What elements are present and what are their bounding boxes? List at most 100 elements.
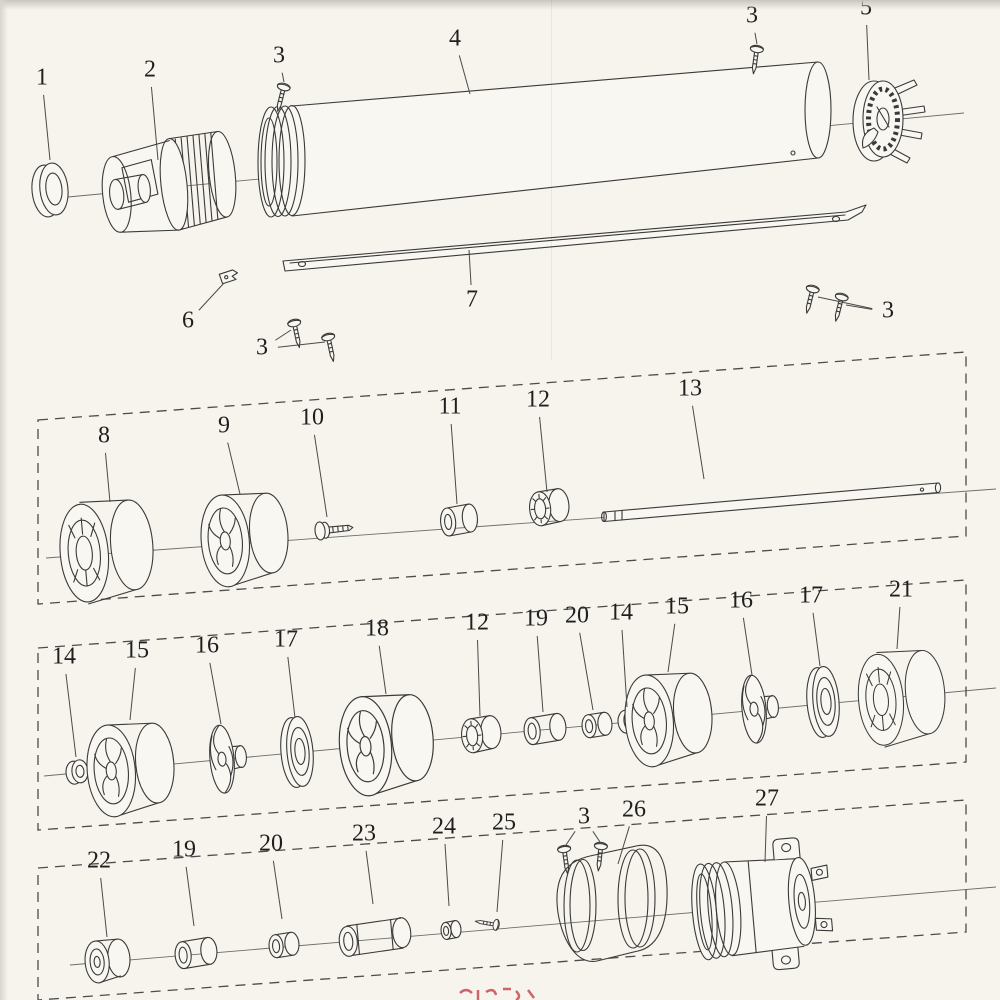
leader-line — [43, 94, 51, 161]
leader-line — [579, 632, 594, 711]
part-1-washer-ring — [31, 162, 69, 218]
part-label-21: 21 — [889, 577, 913, 603]
leader-line — [468, 249, 472, 286]
leader-line — [617, 826, 630, 865]
leader-line — [812, 612, 821, 667]
part-label-15: 15 — [665, 594, 689, 620]
leader-line — [378, 645, 387, 695]
part-label-16: 16 — [195, 633, 219, 659]
leader-line — [565, 831, 576, 846]
part-15-diffuser-assembly — [82, 719, 179, 820]
part-12-splined-bushing — [459, 714, 504, 755]
part-10-bolt — [314, 521, 354, 541]
leader-line — [209, 662, 222, 725]
part-25-screw — [473, 915, 501, 932]
part-label-13: 13 — [678, 376, 702, 402]
leader-line — [287, 656, 296, 719]
part-3-screw — [591, 841, 609, 873]
part-label-17: 17 — [274, 627, 298, 653]
part-label-3: 3 — [256, 335, 268, 361]
leader-line — [100, 877, 108, 938]
leader-line — [866, 24, 870, 81]
leader-line — [275, 329, 292, 341]
part-2-threaded-coupling — [101, 130, 237, 233]
leader-line — [496, 839, 504, 913]
part-20-spacer — [267, 931, 301, 959]
part-label-11: 11 — [438, 394, 461, 420]
part-8-bearing-sleeve — [55, 495, 158, 607]
leader-line — [742, 617, 753, 676]
leader-line — [764, 815, 767, 863]
part-22-cup-bearing — [84, 938, 131, 984]
part-3-screw — [320, 331, 341, 364]
leader-line — [458, 55, 471, 95]
leader-line — [277, 341, 326, 348]
part-label-16: 16 — [729, 588, 753, 614]
part-label-15: 15 — [125, 638, 149, 664]
leader-line — [450, 423, 458, 505]
part-label-14: 14 — [609, 600, 633, 626]
part-label-8: 8 — [98, 423, 110, 449]
part-15-diffuser-assembly — [620, 669, 717, 770]
leader-line — [185, 866, 195, 927]
part-label-26: 26 — [622, 797, 646, 823]
part-label-3: 3 — [578, 804, 590, 830]
part-label-17: 17 — [799, 583, 823, 609]
part-18-diffuser — [334, 690, 439, 799]
scan-crease — [551, 0, 552, 360]
scan-edge-left — [0, 0, 8, 1000]
leader-line — [227, 442, 241, 495]
part-17-wear-disc — [803, 664, 843, 740]
part-21-sleeve — [854, 646, 950, 750]
part-label-7: 7 — [466, 287, 478, 313]
part-23-spacer-tube — [338, 917, 412, 957]
part-label-19: 19 — [172, 837, 196, 863]
part-27-inlet-housing — [691, 837, 834, 971]
part-7-tie-strap — [282, 204, 867, 272]
part-label-23: 23 — [352, 821, 376, 847]
section-box-stage1 — [37, 351, 967, 605]
red-ink-artifact — [459, 987, 535, 1000]
leader-line — [667, 623, 676, 673]
leader-line — [592, 831, 601, 843]
part-24-bushing — [440, 920, 462, 940]
leader-line — [129, 667, 136, 721]
leader-line — [365, 850, 374, 905]
leader-line — [817, 296, 873, 310]
leader-line — [272, 860, 283, 920]
part-label-10: 10 — [300, 405, 324, 431]
part-14-nut — [64, 758, 90, 786]
part-13-shaft — [601, 482, 942, 523]
part-3-screw — [828, 291, 850, 324]
leader-line — [896, 606, 901, 650]
part-label-14: 14 — [52, 644, 76, 670]
leader-line — [150, 86, 159, 161]
part-label-6: 6 — [182, 308, 194, 334]
part-5-cable-guard-cap — [852, 79, 926, 164]
part-19-spacer-sleeve — [522, 712, 568, 746]
part-label-25: 25 — [492, 810, 516, 836]
part-19-spacer-sleeve — [173, 936, 219, 970]
leader-line — [845, 304, 873, 310]
part-17-wear-disc — [277, 714, 317, 790]
part-16-impeller — [738, 672, 782, 745]
leader-line — [281, 72, 285, 83]
part-label-18: 18 — [365, 616, 389, 642]
part-label-1: 1 — [36, 65, 48, 91]
part-label-20: 20 — [565, 603, 589, 629]
leader-line — [104, 452, 111, 503]
leader-line — [621, 629, 628, 708]
part-11-spacer — [440, 503, 478, 537]
part-9-diffuser — [196, 489, 293, 590]
part-3-screw — [799, 283, 821, 316]
leader-line — [444, 843, 450, 907]
section-box-stage2 — [37, 579, 967, 831]
section-box-intake — [37, 799, 967, 1000]
part-label-3: 3 — [882, 298, 894, 324]
leader-line — [65, 673, 77, 758]
leader-line — [198, 282, 225, 311]
part-label-24: 24 — [432, 814, 456, 840]
